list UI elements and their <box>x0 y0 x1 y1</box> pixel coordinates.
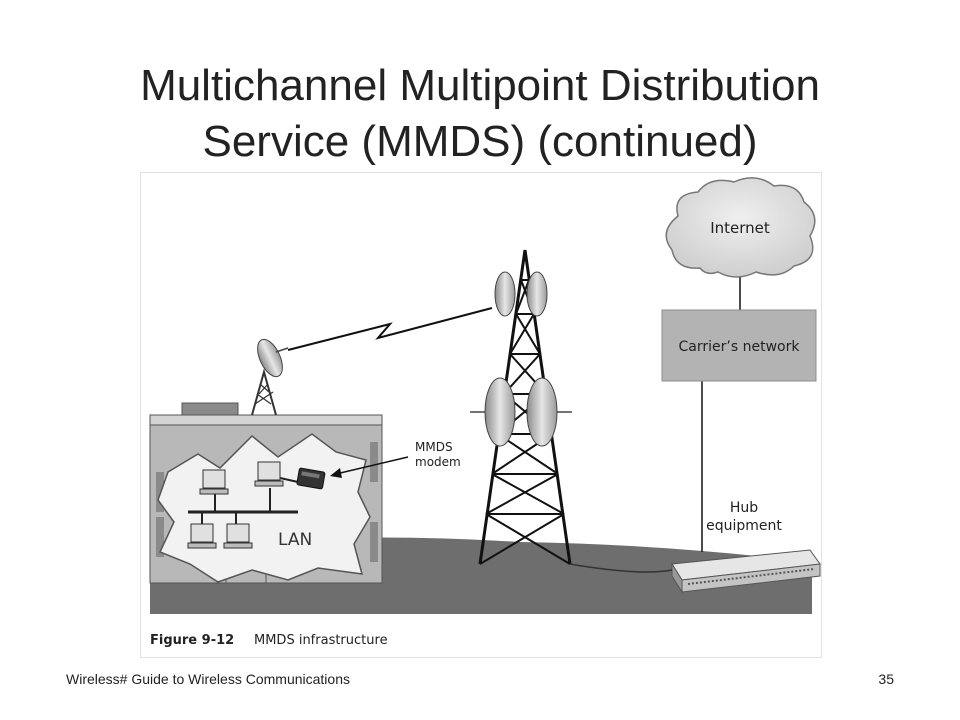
modem-pointer-line <box>335 456 409 475</box>
figure-caption-text: MMDS infrastructure <box>254 633 388 648</box>
internet-label: Internet <box>710 219 770 237</box>
transmission-tower <box>470 249 572 565</box>
hub-equipment <box>671 549 821 594</box>
computer-icon <box>187 523 217 549</box>
computer-icon <box>254 461 284 487</box>
hub-label-line-1: Hub <box>730 500 758 516</box>
lan-label: LAN <box>278 530 312 550</box>
carriers-network-box <box>661 309 817 382</box>
internet-cloud-icon <box>665 177 816 278</box>
hub-label-line-2: equipment <box>706 518 782 534</box>
title-line-2: Service (MMDS) (continued) <box>202 117 758 166</box>
figure-caption-number: Figure 9-12 <box>150 633 234 648</box>
computer-icon <box>223 523 253 549</box>
lan-network: LAN <box>187 461 312 550</box>
mmds-diagram: LAN MMDS modem <box>140 172 822 658</box>
modem-pointer-arrowhead <box>330 468 342 478</box>
title-line-1: Multichannel Multipoint Distribution <box>140 61 820 110</box>
carriers-network-label: Carrier’s network <box>679 339 801 355</box>
page-number: 35 <box>878 671 894 687</box>
slide-title: Multichannel Multipoint Distribution Ser… <box>40 58 920 170</box>
modem-label-line-1: MMDS <box>415 440 453 454</box>
tower-hub-cable <box>569 563 673 573</box>
computer-icon <box>199 469 229 495</box>
rooftop-antenna <box>251 338 289 416</box>
mmds-infrastructure-figure: LAN MMDS modem <box>140 172 822 658</box>
modem-label-line-2: modem <box>415 455 461 469</box>
wireless-link-icon <box>287 307 493 351</box>
mmds-modem <box>296 467 326 490</box>
footer-book-title: Wireless# Guide to Wireless Communicatio… <box>66 671 350 687</box>
